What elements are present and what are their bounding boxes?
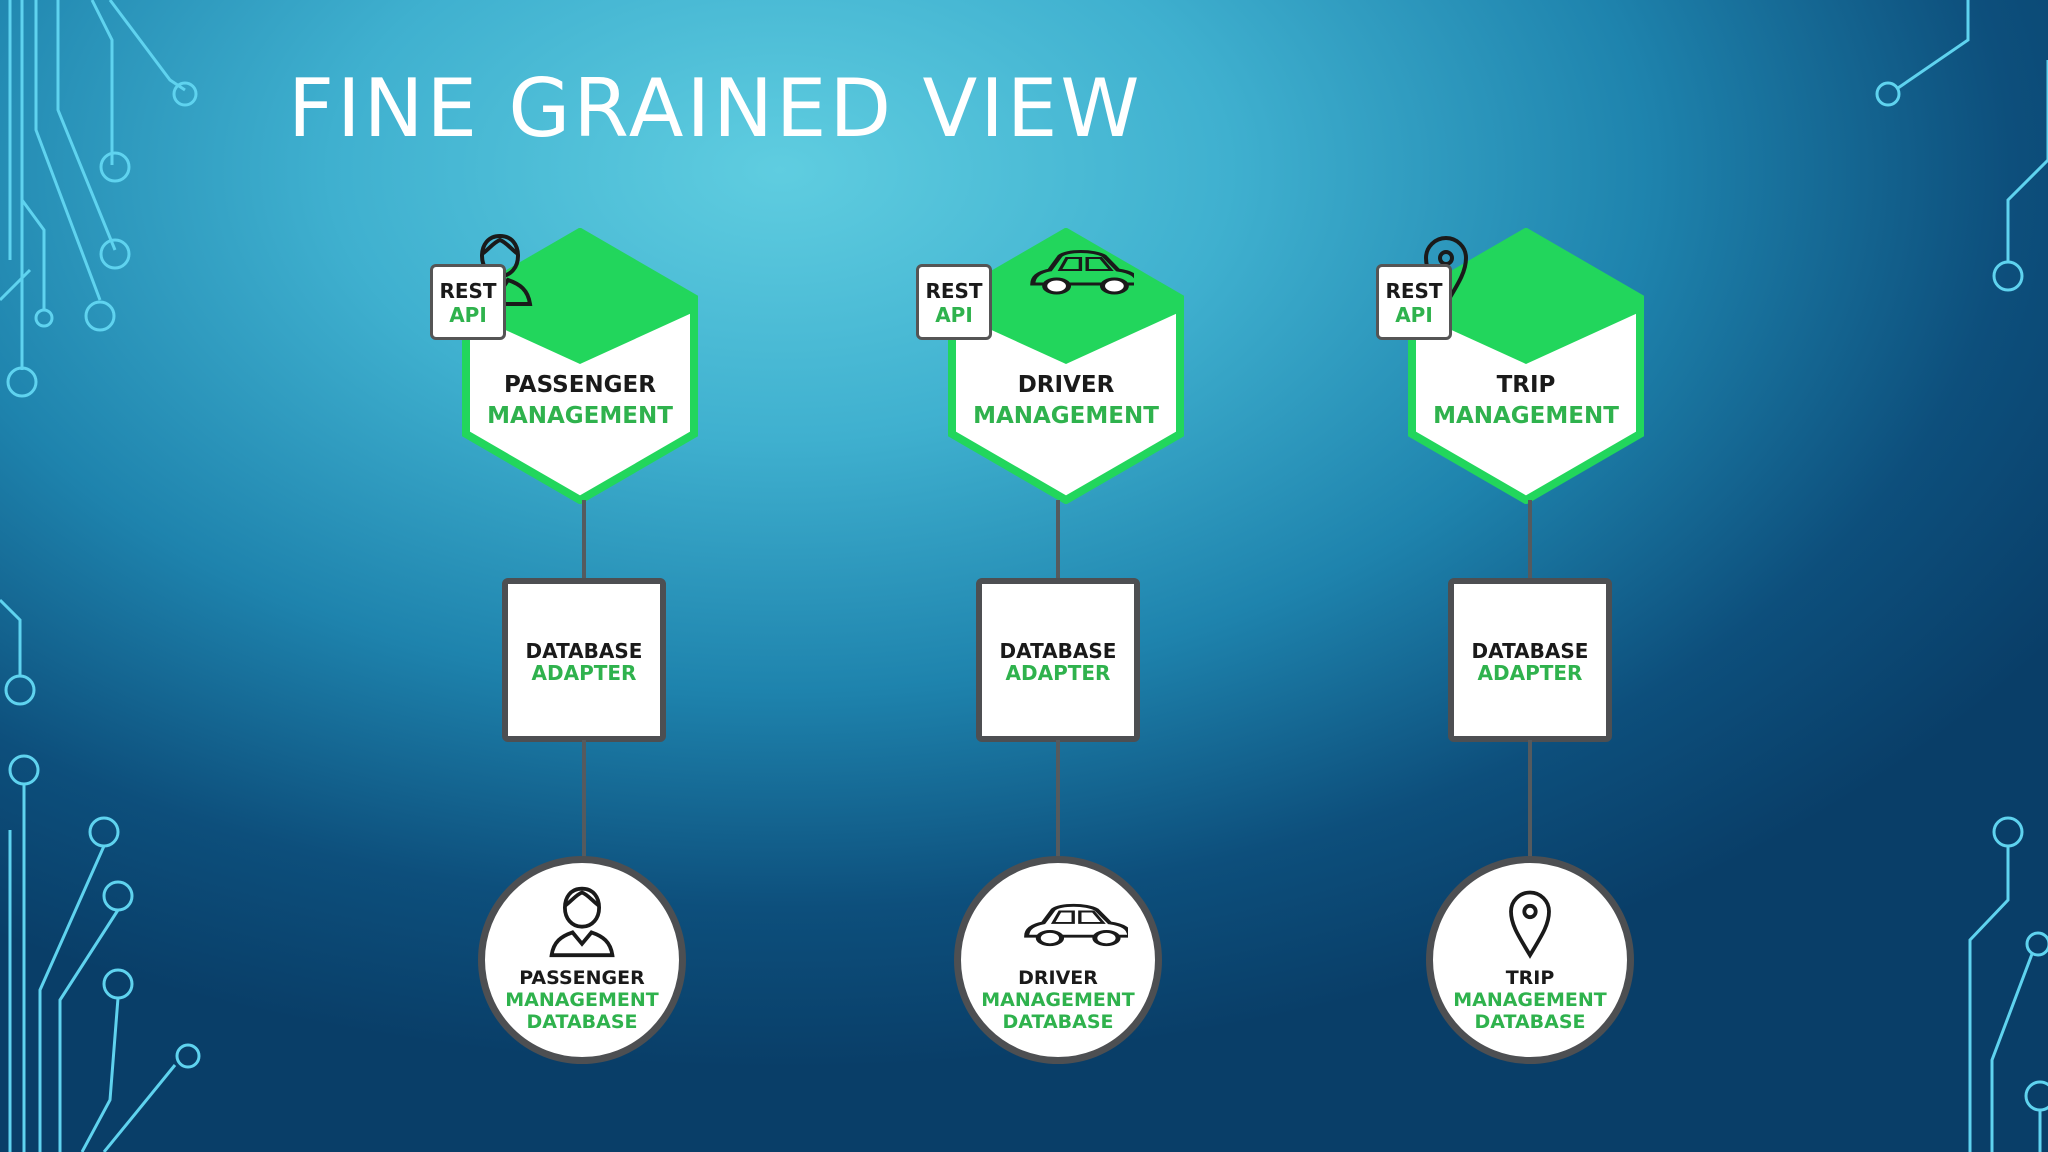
db-name: PASSENGER [519, 967, 645, 989]
service-hexagon: PASSENGER MANAGEMENT [460, 228, 700, 504]
api-label: API [449, 303, 487, 327]
map-pin-icon [1509, 890, 1551, 959]
db-type: DATABASE [526, 1011, 638, 1033]
api-label: API [935, 303, 973, 327]
db-name: DRIVER [1018, 967, 1098, 989]
database-circle: DRIVER MANAGEMENT DATABASE [954, 856, 1162, 1064]
rest-api-badge: REST API [430, 264, 506, 340]
service-column-trip: TRIP MANAGEMENT REST API DATABASE ADAPTE… [1376, 228, 1736, 1088]
service-role: MANAGEMENT [487, 403, 673, 429]
api-label: API [1395, 303, 1433, 327]
db-role: MANAGEMENT [981, 989, 1135, 1011]
rest-label: REST [925, 279, 983, 303]
database-circle: PASSENGER MANAGEMENT DATABASE [478, 856, 686, 1064]
database-circle: TRIP MANAGEMENT DATABASE [1426, 856, 1634, 1064]
adapter-line1: DATABASE [525, 639, 643, 663]
service-column-driver: DRIVER MANAGEMENT REST API DATABASE ADAP… [916, 228, 1276, 1088]
rest-api-badge: REST API [916, 264, 992, 340]
connector-line [1056, 740, 1060, 860]
connector-line [1528, 500, 1532, 580]
db-name: TRIP [1505, 967, 1555, 989]
database-adapter-box: DATABASE ADAPTER [1448, 578, 1612, 742]
slide-title: FINE GRAINED VIEW [288, 62, 1143, 155]
connector-line [582, 740, 586, 860]
adapter-line2: ADAPTER [531, 661, 637, 685]
adapter-line1: DATABASE [1471, 639, 1589, 663]
service-name: DRIVER [1017, 372, 1115, 398]
car-icon [1024, 903, 1128, 947]
rest-api-badge: REST API [1376, 264, 1452, 340]
rest-label: REST [439, 279, 497, 303]
service-name: TRIP [1496, 372, 1556, 398]
database-adapter-box: DATABASE ADAPTER [502, 578, 666, 742]
adapter-line2: ADAPTER [1005, 661, 1111, 685]
car-icon [1030, 250, 1134, 295]
circuit-decoration-right [1875, 0, 2048, 1152]
person-icon [549, 886, 615, 958]
db-type: DATABASE [1474, 1011, 1586, 1033]
connector-line [582, 500, 586, 580]
database-adapter-box: DATABASE ADAPTER [976, 578, 1140, 742]
service-role: MANAGEMENT [1433, 403, 1619, 429]
rest-label: REST [1385, 279, 1443, 303]
adapter-line2: ADAPTER [1477, 661, 1583, 685]
service-column-passenger: PASSENGER MANAGEMENT REST API DATABASE A… [430, 228, 790, 1088]
circuit-decoration-left [0, 0, 201, 1152]
db-role: MANAGEMENT [505, 989, 659, 1011]
adapter-line1: DATABASE [999, 639, 1117, 663]
service-role: MANAGEMENT [973, 403, 1159, 429]
service-hexagon: DRIVER MANAGEMENT [946, 228, 1186, 504]
connector-line [1056, 500, 1060, 580]
service-name: PASSENGER [504, 372, 656, 398]
connector-line [1528, 740, 1532, 860]
hexagon-shape [462, 228, 698, 504]
db-role: MANAGEMENT [1453, 989, 1607, 1011]
hexagon-shape [948, 228, 1184, 504]
db-type: DATABASE [1002, 1011, 1114, 1033]
